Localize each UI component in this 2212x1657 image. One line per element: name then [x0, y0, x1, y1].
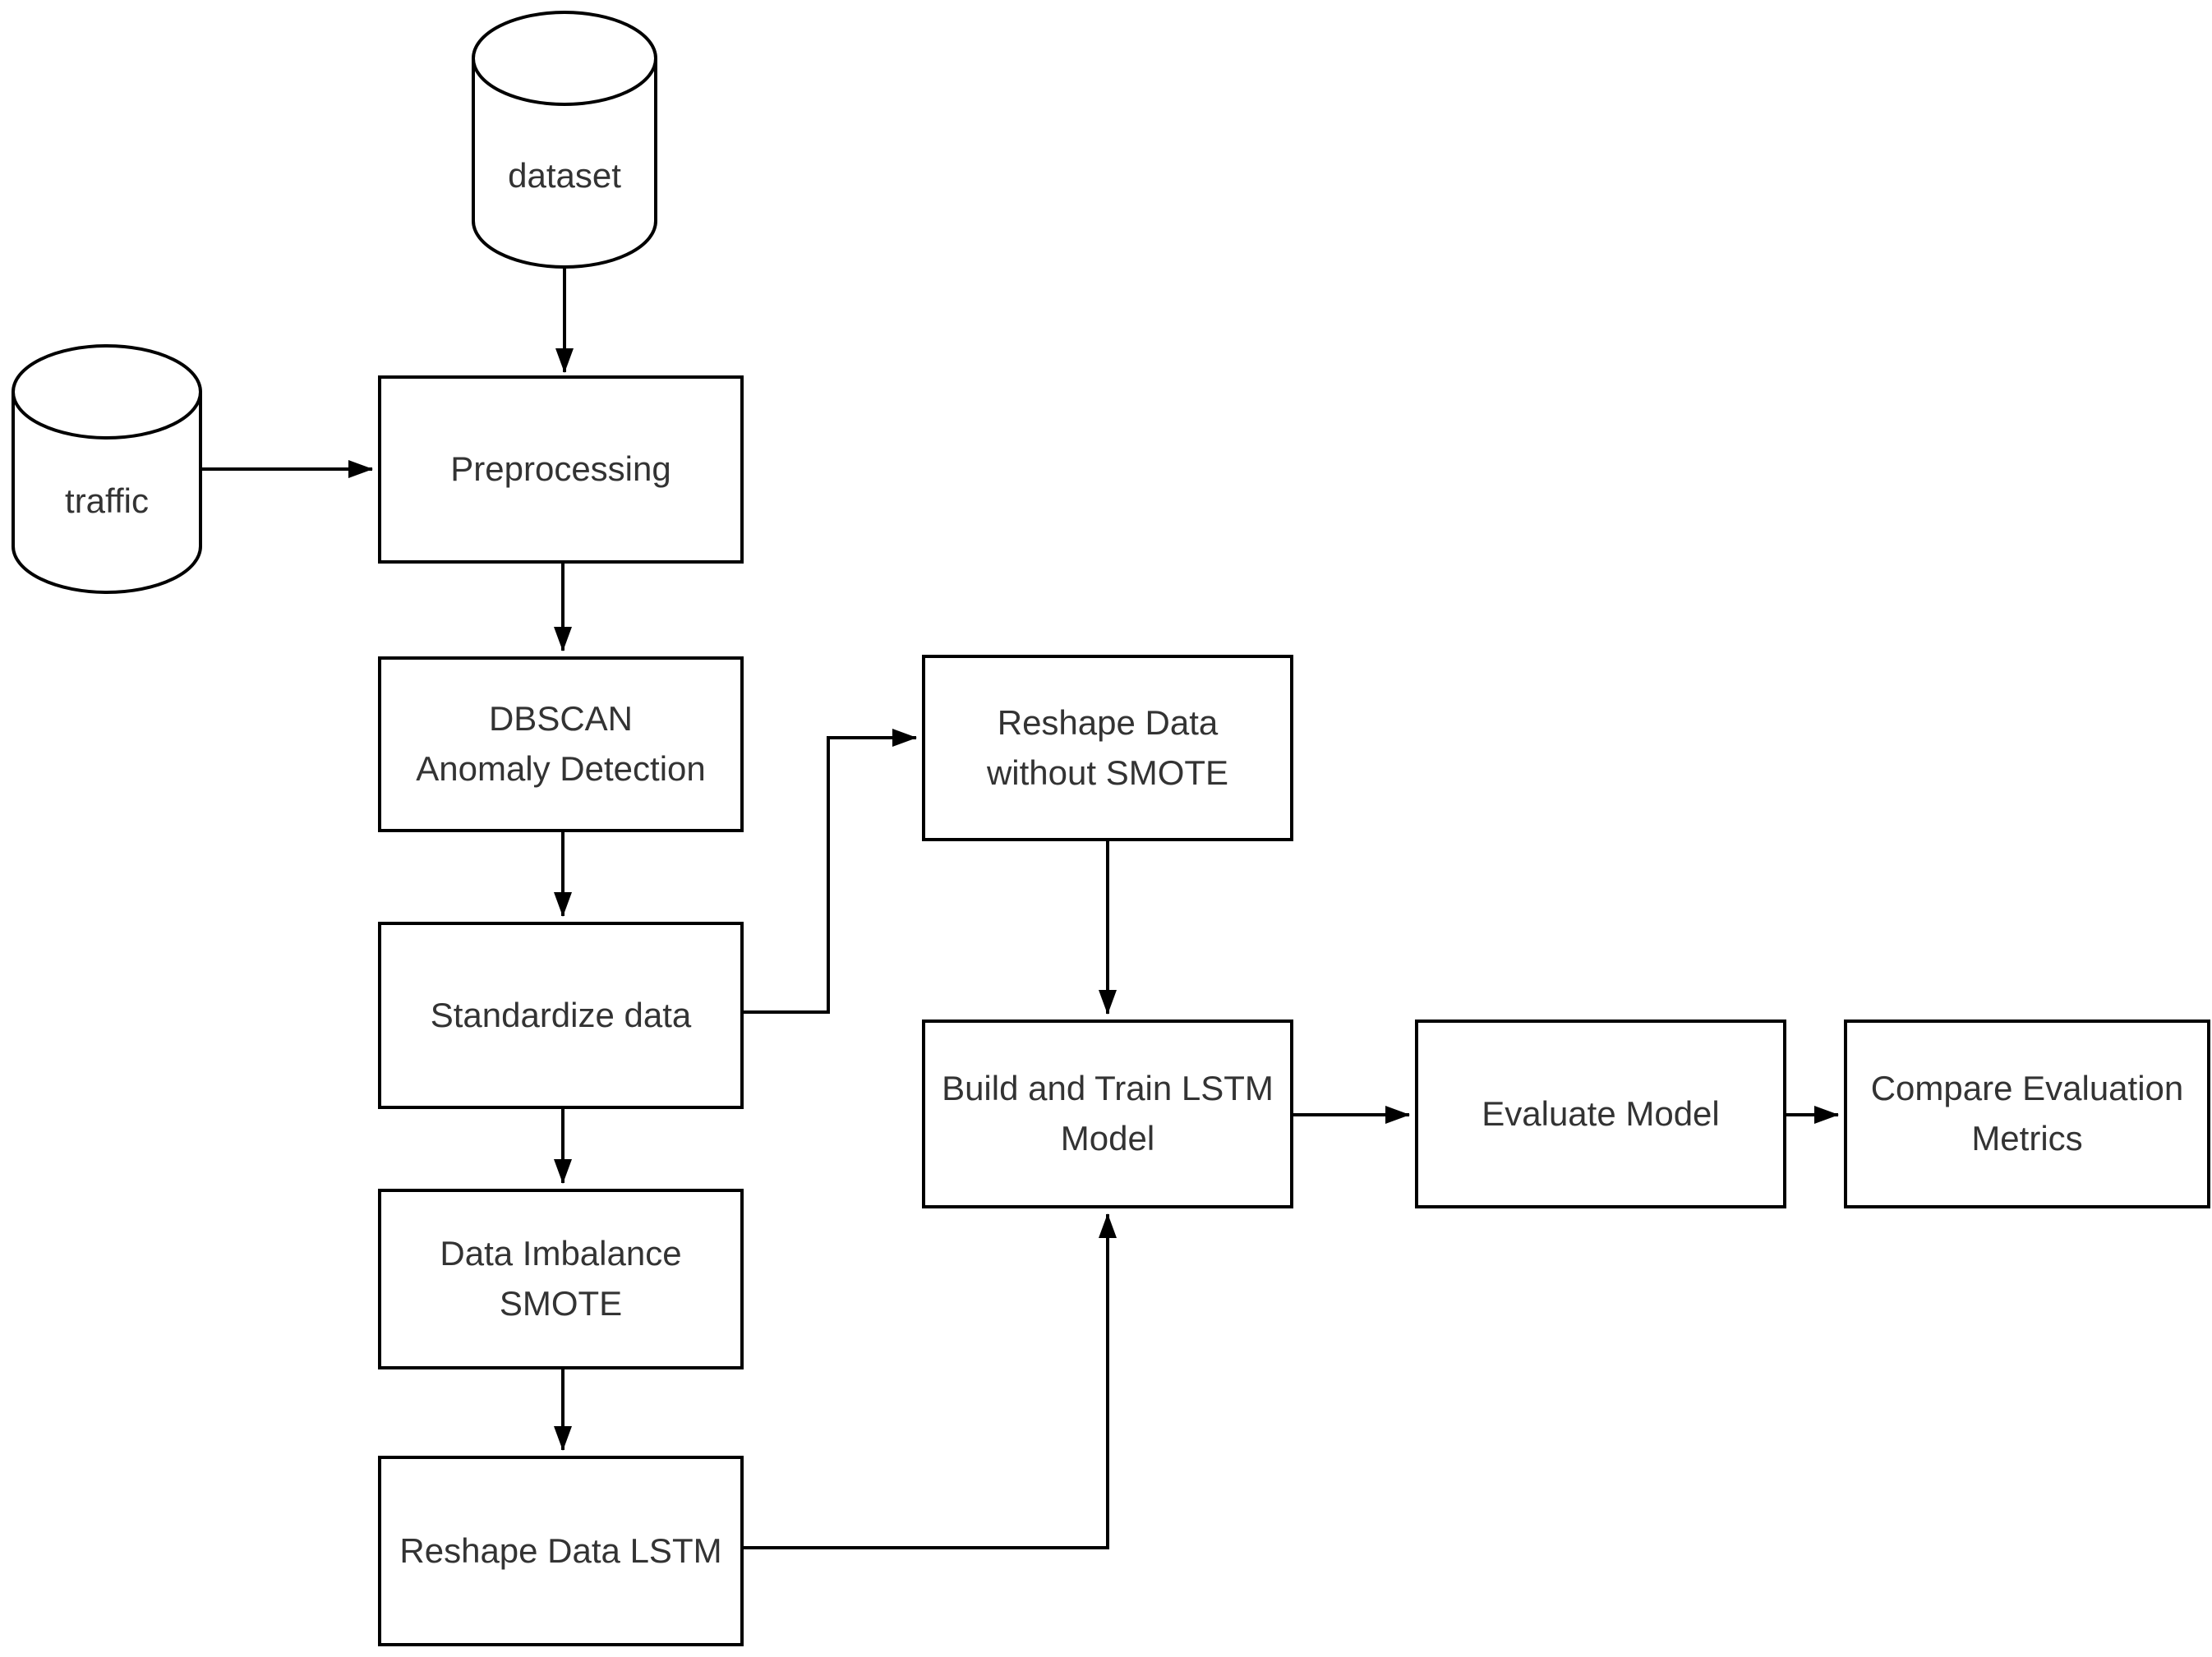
node-build-and-train-lstm-model: Build and Train LSTM Model	[922, 1020, 1293, 1208]
node-smote-label: Data Imbalance SMOTE	[440, 1234, 682, 1323]
node-data-imbalance-smote: Data Imbalance SMOTE	[378, 1189, 744, 1369]
node-compare-label: Compare Evaluation Metrics	[1870, 1069, 2184, 1158]
traffic-cylinder-label: traffic	[12, 472, 202, 530]
node-build-train-label: Build and Train LSTM Model	[942, 1069, 1274, 1158]
node-reshape-wo-smote-label: Reshape Data without SMOTE	[986, 702, 1229, 792]
dataset-cylinder-shape	[472, 11, 657, 269]
traffic-label-text: traffic	[65, 481, 149, 520]
dataset-cylinder-label: dataset	[472, 147, 657, 205]
edge-standardize-to-reshape-wo-smote	[744, 729, 917, 1014]
node-dbscan-anomaly-detection: DBSCAN Anomaly Detection	[378, 656, 744, 832]
node-reshape-data-lstm: Reshape Data LSTM	[378, 1456, 744, 1646]
node-evaluate-label: Evaluate Model	[1482, 1093, 1720, 1133]
node-preprocessing-label: Preprocessing	[450, 449, 671, 489]
node-reshape-lstm-label: Reshape Data LSTM	[399, 1530, 722, 1570]
node-preprocessing: Preprocessing	[378, 375, 744, 564]
node-dbscan-label: DBSCAN Anomaly Detection	[416, 699, 706, 788]
node-standardize-data: Standardize data	[378, 922, 744, 1109]
edge-reshape-lstm-to-build	[744, 1213, 1117, 1549]
traffic-cylinder-shape	[12, 344, 202, 594]
dataset-label-text: dataset	[508, 155, 621, 195]
node-reshape-data-without-smote: Reshape Data without SMOTE	[922, 655, 1293, 841]
node-compare-evaluation-metrics: Compare Evaluation Metrics	[1844, 1020, 2210, 1208]
node-standardize-label: Standardize data	[430, 995, 692, 1034]
node-evaluate-model: Evaluate Model	[1415, 1020, 1786, 1208]
